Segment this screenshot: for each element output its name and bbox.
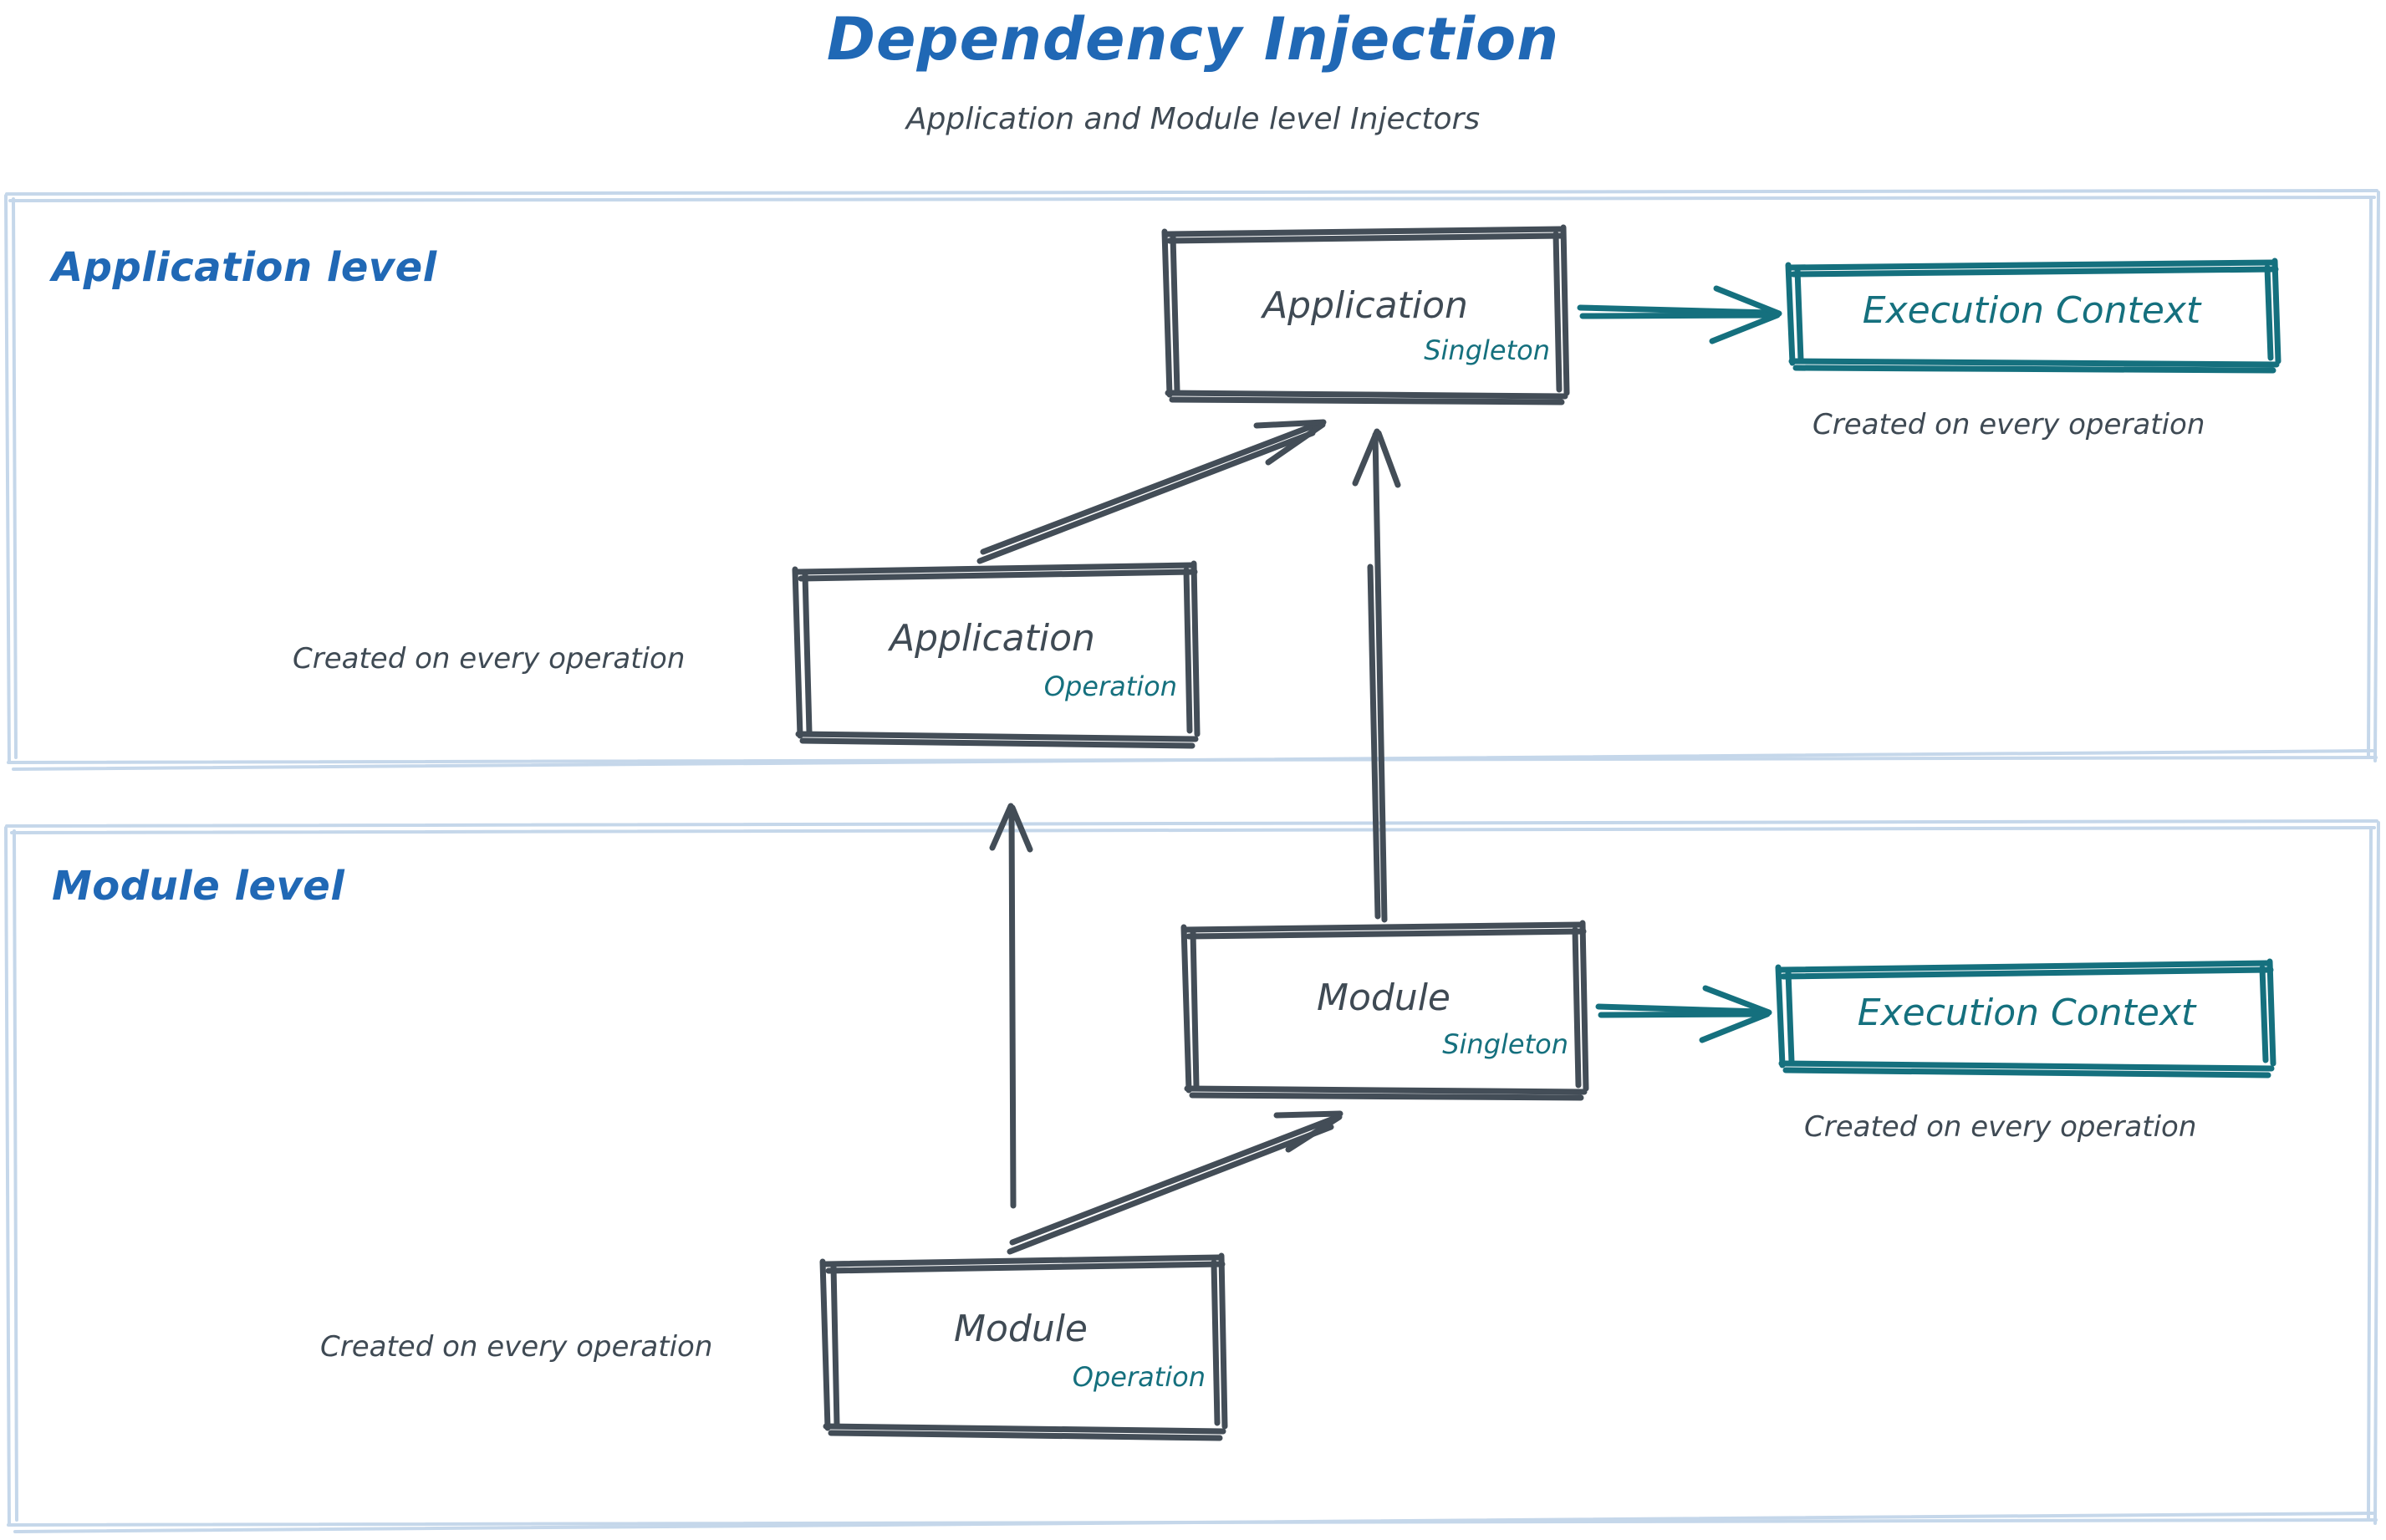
page-title: Dependency Injection — [826, 5, 1560, 74]
edge-module-operation-to-module-singleton — [1007, 1110, 1343, 1255]
node-application-operation-title: Application — [890, 617, 1095, 660]
node-execution-context-application[interactable]: Execution Context — [1789, 266, 2274, 365]
node-execution-context-application-title: Execution Context — [1862, 289, 2201, 332]
edge-app-singleton-to-exec-context — [1577, 285, 1782, 344]
node-application-singleton-title: Application — [1262, 284, 1468, 327]
edge-module-operation-to-application-level — [989, 803, 1033, 1209]
edge-app-operation-to-app-singleton — [976, 419, 1327, 564]
edge-module-singleton-to-exec-context — [1595, 985, 1772, 1043]
node-application-operation-scope: Operation — [1043, 671, 1177, 702]
node-module-singleton-title: Module — [1317, 977, 1450, 1019]
node-module-operation[interactable]: Module Operation — [821, 1259, 1221, 1428]
caption-execution-context-module: Created on every operation — [1804, 1110, 2197, 1144]
node-application-operation[interactable]: Application Operation — [793, 569, 1192, 737]
node-execution-context-module-title: Execution Context — [1857, 992, 2196, 1034]
caption-application-operation: Created on every operation — [293, 642, 686, 676]
panel-label-module-level: Module level — [52, 863, 345, 910]
page-subtitle: Application and Module level Injectors — [905, 102, 1481, 136]
node-module-singleton-scope: Singleton — [1442, 1028, 1568, 1060]
caption-module-operation: Created on every operation — [320, 1330, 713, 1364]
node-execution-context-module[interactable]: Execution Context — [1779, 968, 2274, 1067]
node-application-singleton[interactable]: Application Singleton — [1165, 227, 1565, 396]
edge-module-singleton-to-app-singleton — [1352, 428, 1401, 923]
panel-label-application-level: Application level — [52, 244, 437, 291]
caption-execution-context-application: Created on every operation — [1812, 408, 2205, 441]
node-module-operation-scope: Operation — [1072, 1361, 1206, 1393]
node-module-singleton[interactable]: Module Singleton — [1184, 925, 1583, 1094]
node-module-operation-title: Module — [954, 1308, 1088, 1350]
node-application-singleton-scope: Singleton — [1424, 334, 1550, 366]
